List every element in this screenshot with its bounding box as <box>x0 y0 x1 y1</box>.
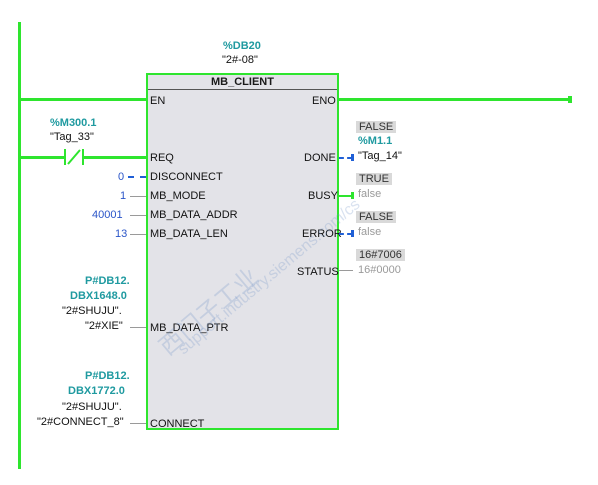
pin-mb-data-len[interactable]: MB_DATA_LEN <box>150 228 228 240</box>
req-wire-left <box>20 156 65 159</box>
error-wire <box>339 233 352 235</box>
contact-address[interactable]: %M300.1 <box>50 117 97 129</box>
pin-eno[interactable]: ENO <box>312 95 336 107</box>
pin-connect[interactable]: CONNECT <box>150 418 205 430</box>
mb-data-ptr-wire <box>130 327 146 328</box>
connect-line1[interactable]: P#DB12. <box>85 370 130 382</box>
mb-mode-wire <box>130 196 146 197</box>
mb-data-addr-wire <box>130 215 146 216</box>
pin-mb-data-ptr[interactable]: MB_DATA_PTR <box>150 322 229 334</box>
instance-db-address[interactable]: %DB20 <box>223 40 261 52</box>
error-value[interactable]: false <box>358 226 382 238</box>
block-title: MB_CLIENT <box>148 75 337 90</box>
mb-client-block[interactable]: MB_CLIENT <box>146 73 339 430</box>
done-wire-end <box>351 154 354 161</box>
disconnect-wire <box>128 176 146 178</box>
pin-mb-mode[interactable]: MB_MODE <box>150 190 206 202</box>
connect-wire <box>130 423 146 424</box>
mb-data-len-wire <box>130 234 146 235</box>
nc-contact-icon[interactable] <box>62 148 86 166</box>
pin-disconnect[interactable]: DISCONNECT <box>150 171 223 183</box>
status-monitor-value: 16#7006 <box>356 249 405 261</box>
instance-db-name[interactable]: "2#-08" <box>222 54 258 66</box>
pin-mb-data-addr[interactable]: MB_DATA_ADDR <box>150 209 238 221</box>
disconnect-value[interactable]: 0 <box>118 171 125 183</box>
ptr-line2[interactable]: DBX1648.0 <box>70 290 127 302</box>
en-wire <box>20 98 147 101</box>
connect-line3[interactable]: "2#SHUJU". <box>62 401 122 413</box>
contact-tag[interactable]: "Tag_33" <box>50 131 94 143</box>
mb-mode-value[interactable]: 1 <box>120 190 127 202</box>
req-wire-right <box>84 156 147 159</box>
done-wire <box>339 157 352 159</box>
ptr-line4[interactable]: "2#XIE" <box>85 320 123 332</box>
eno-wire <box>339 98 571 101</box>
busy-value[interactable]: false <box>358 188 382 200</box>
done-address[interactable]: %M1.1 <box>358 135 393 147</box>
connect-line4[interactable]: "2#CONNECT_8" <box>37 416 124 428</box>
pin-status[interactable]: STATUS <box>297 266 339 278</box>
ptr-line1[interactable]: P#DB12. <box>85 275 130 287</box>
busy-monitor-value: TRUE <box>356 173 392 185</box>
pin-error[interactable]: ERROR <box>302 228 342 240</box>
status-value[interactable]: 16#0000 <box>358 264 401 276</box>
mb-data-addr-value[interactable]: 40001 <box>92 209 123 221</box>
pin-req[interactable]: REQ <box>150 152 174 164</box>
pin-busy[interactable]: BUSY <box>308 190 338 202</box>
status-wire <box>339 270 353 271</box>
done-monitor-value: FALSE <box>356 121 397 133</box>
busy-wire <box>339 195 352 197</box>
connect-line2[interactable]: DBX1772.0 <box>68 385 125 397</box>
ptr-line3[interactable]: "2#SHUJU". <box>62 305 122 317</box>
pin-done[interactable]: DONE <box>304 152 336 164</box>
busy-wire-end <box>351 192 354 199</box>
done-tag[interactable]: "Tag_14" <box>358 150 402 162</box>
error-monitor-value: FALSE <box>356 211 397 223</box>
eno-wire-end <box>568 96 572 103</box>
pin-en[interactable]: EN <box>150 95 166 107</box>
power-rail <box>18 22 21 469</box>
error-wire-end <box>351 230 354 237</box>
mb-data-len-value[interactable]: 13 <box>115 228 128 240</box>
